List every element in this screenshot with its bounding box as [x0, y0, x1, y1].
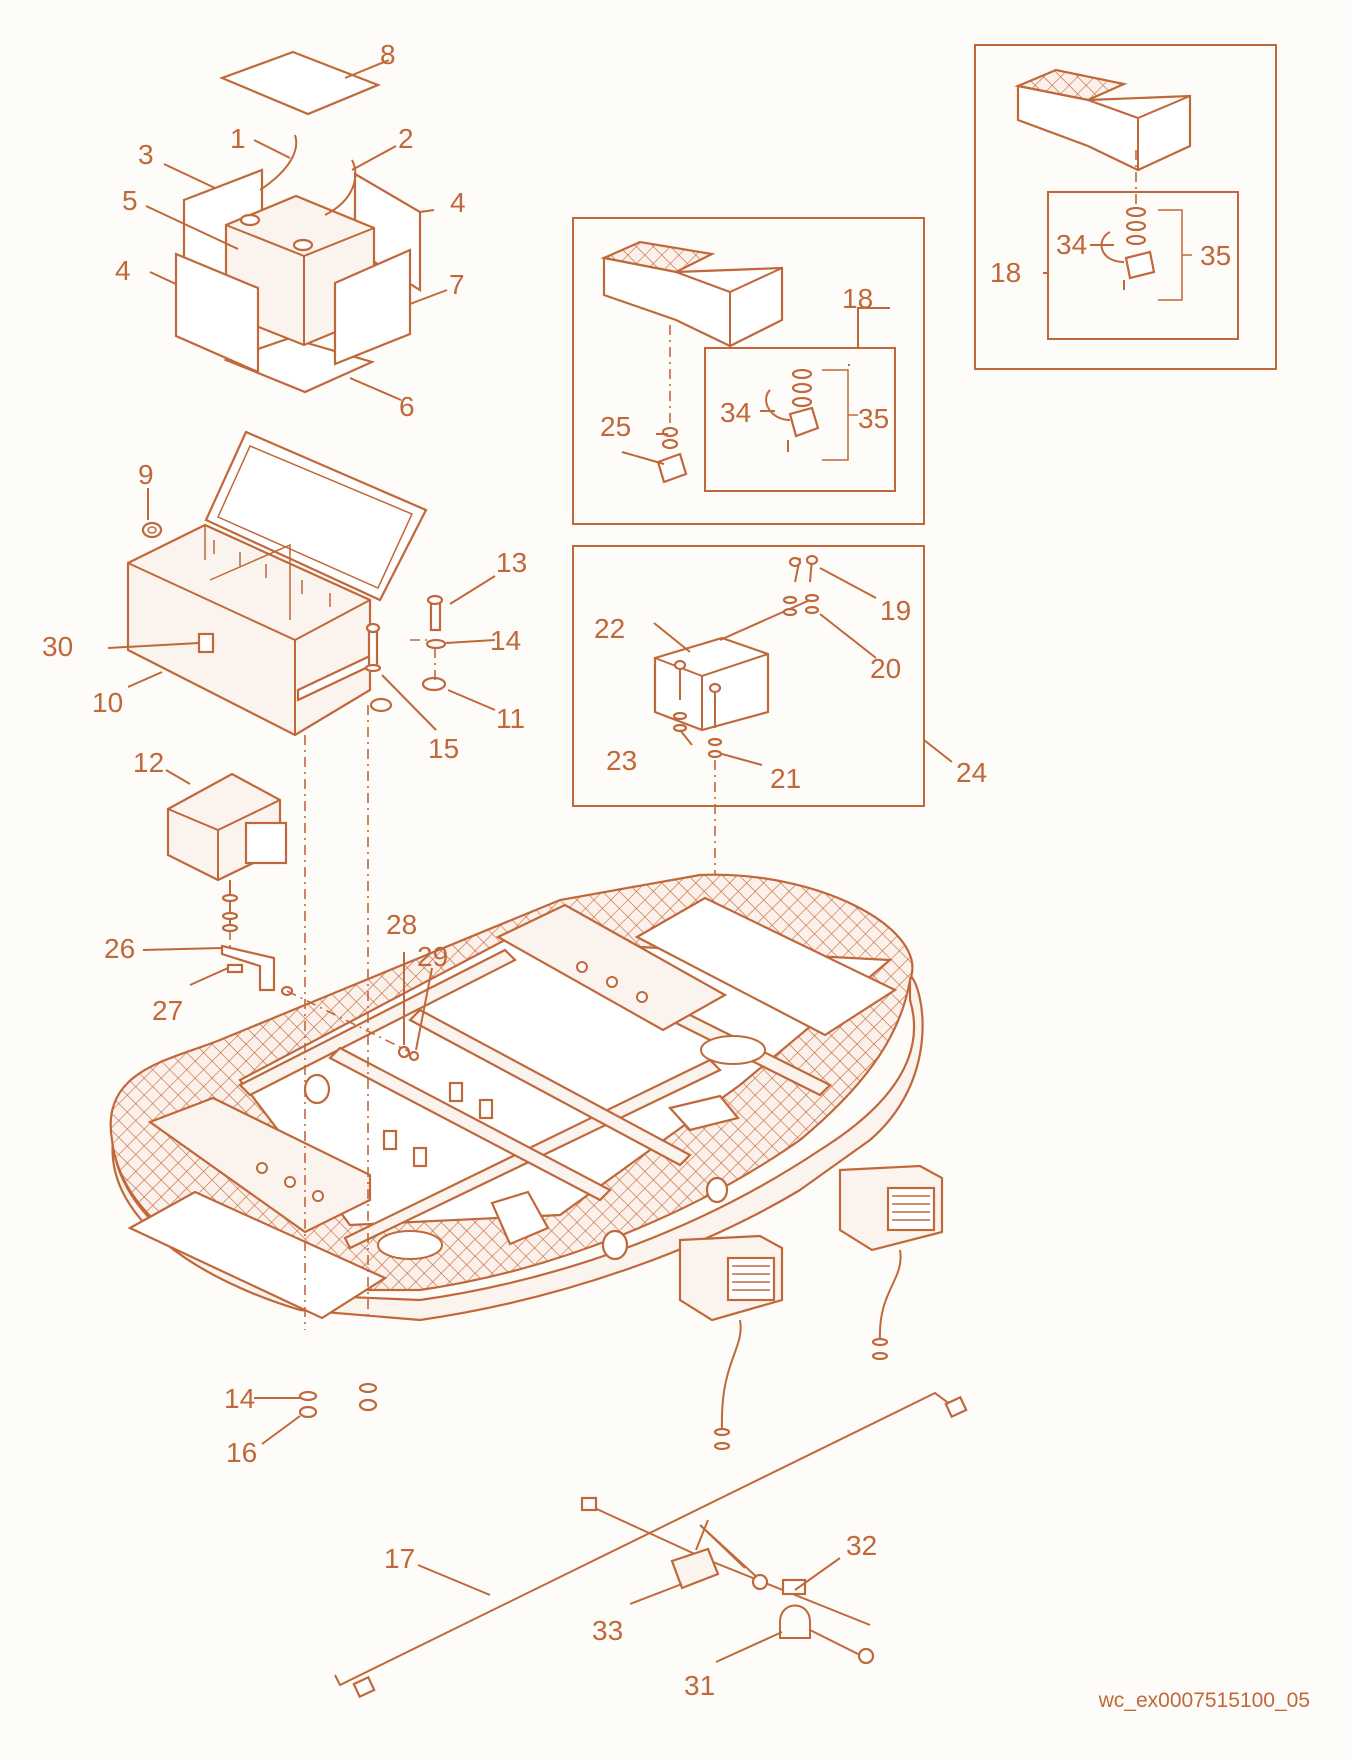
nut-11: [421, 676, 447, 692]
callout-26: 26: [104, 933, 135, 964]
pedal-bracket-mid: [602, 256, 784, 348]
callout-6: 6: [399, 391, 415, 422]
callout-18-right: 18: [990, 257, 1021, 288]
under-hardware: [298, 1382, 378, 1419]
inset-24: [572, 545, 925, 875]
switch-25: [656, 452, 688, 484]
battery-terminal-pos: [292, 238, 314, 252]
callout-18-mid: 18: [842, 283, 873, 314]
callout-29: 29: [417, 941, 448, 972]
callout-33: 33: [592, 1615, 623, 1646]
callout-31: 31: [684, 1670, 715, 1701]
bolt-15: [367, 626, 379, 672]
pedal-bracket-right: [1016, 84, 1192, 172]
inset-24-frame: [572, 545, 925, 807]
frame-cross-2: [408, 1008, 692, 1167]
battery-pad-top: [218, 50, 381, 116]
rear-opening: [127, 1190, 388, 1320]
battery-side-plate-front: [333, 248, 412, 366]
switch-34-mid: [788, 406, 820, 438]
front-opening: [634, 896, 898, 1037]
callout-14-top: 14: [490, 625, 521, 656]
callout-4-right: 4: [450, 187, 466, 218]
front-plate: [495, 903, 728, 1032]
callout-7: 7: [449, 269, 465, 300]
callout-labels: 1 2 3 4 5 4 7 6 8 9 30 10 13 14 11 15 12…: [42, 39, 1231, 1701]
toggle-switch: [670, 1547, 720, 1590]
callout-35-mid: 35: [858, 403, 889, 434]
callout-2: 2: [398, 123, 414, 154]
nut-29: [408, 1050, 420, 1062]
callout-32: 32: [846, 1530, 877, 1561]
battery-box-lid: [204, 430, 428, 602]
callout-20: 20: [870, 653, 901, 684]
bracket-26: [220, 944, 276, 992]
callout-30: 30: [42, 631, 73, 662]
fuse: [781, 1578, 807, 1596]
callout-35-right: 35: [1200, 240, 1231, 271]
deck-hole-front: [700, 1035, 766, 1065]
inset-18-frame: [704, 347, 896, 492]
callout-3: 3: [138, 139, 154, 170]
callout-19: 19: [880, 595, 911, 626]
grommet: [141, 521, 163, 539]
callout-34-mid: 34: [720, 397, 751, 428]
harness-main-wire: [334, 1391, 956, 1687]
leader-lines: [107, 59, 1114, 1663]
horn-unit: [166, 772, 288, 933]
battery-box-latch: [197, 632, 215, 654]
inset-right-frame: [974, 44, 1277, 370]
inset-switch-mid: [572, 217, 925, 525]
battery-box-hardware: [364, 594, 447, 713]
wire-harness: [334, 1391, 968, 1699]
callout-1: 1: [230, 123, 246, 154]
screw-27: [226, 963, 244, 974]
callout-13: 13: [496, 547, 527, 578]
inset-switch-right: [974, 44, 1277, 370]
callout-8: 8: [380, 39, 396, 70]
washer-14: [425, 638, 447, 650]
battery-terminal-neg: [239, 213, 261, 227]
drawing-number: wc_ex0007515100_05: [1098, 1689, 1310, 1712]
callout-25: 25: [600, 411, 631, 442]
battery-group: [174, 50, 422, 394]
callout-9: 9: [138, 459, 154, 490]
battery-box: [126, 430, 428, 737]
mount-bracket: [220, 944, 294, 997]
switch-34-right: [1124, 250, 1156, 280]
callout-28: 28: [386, 909, 417, 940]
callout-11: 11: [496, 703, 525, 734]
frame-rail-mid: [238, 948, 517, 1097]
frame-cross-1: [328, 1046, 612, 1202]
alignment-lines: [229, 639, 436, 1330]
harness-connector-left: [352, 1675, 376, 1699]
battery-side-plate-left: [174, 252, 260, 374]
harness-connector-right: [944, 1395, 968, 1419]
deck-hole-rear: [377, 1230, 443, 1260]
callout-14-bottom: 14: [224, 1383, 255, 1414]
callout-17: 17: [384, 1543, 415, 1574]
callout-21: 21: [770, 763, 801, 794]
callout-23: 23: [606, 745, 637, 776]
callout-16: 16: [226, 1437, 257, 1468]
callout-4-left: 4: [115, 255, 131, 286]
fuse-holder: [779, 1604, 811, 1639]
callout-5: 5: [122, 185, 138, 216]
callout-22: 22: [594, 613, 625, 644]
callout-10: 10: [92, 687, 123, 718]
platform-frame: [109, 873, 924, 1322]
callout-15: 15: [428, 733, 459, 764]
callout-12: 12: [133, 747, 164, 778]
inset-mid-frame: [572, 217, 925, 525]
callout-27: 27: [152, 995, 183, 1026]
callout-34-right: 34: [1056, 229, 1087, 260]
bolt-28: [397, 1045, 411, 1059]
headlights: [678, 1164, 944, 1451]
callout-24: 24: [956, 757, 987, 788]
inset-18-right-frame: [1047, 191, 1239, 340]
